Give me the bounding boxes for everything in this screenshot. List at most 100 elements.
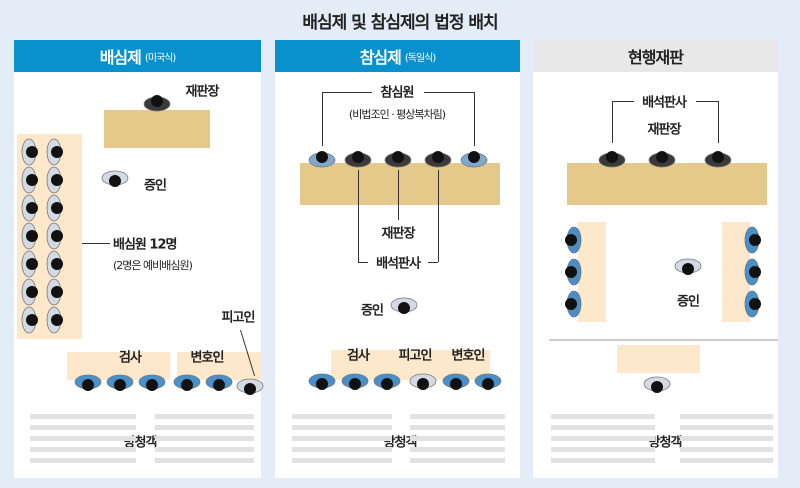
person-icon — [744, 258, 761, 286]
person-icon — [21, 166, 38, 194]
person-icon — [46, 250, 63, 278]
gallery-bench — [551, 458, 655, 463]
panel-header: 배심제(미국식) — [14, 40, 261, 72]
bracket — [358, 262, 368, 263]
person-icon — [46, 194, 63, 222]
label-witness: 증인 — [677, 294, 700, 310]
label-lay-judges: 참심원 — [380, 85, 415, 101]
person-icon — [143, 95, 171, 112]
person-icon — [384, 151, 412, 168]
label-judge: 재판장 — [381, 226, 416, 242]
gallery-bench — [30, 436, 136, 441]
label-gallery: 방청객 — [648, 435, 683, 451]
gallery-bench — [551, 447, 655, 452]
heading: 참심제 — [359, 48, 402, 67]
gallery-bench — [410, 425, 505, 430]
bracket — [474, 92, 475, 146]
gallery-bench — [155, 458, 254, 463]
label-judge: 재판장 — [647, 122, 682, 138]
bracket — [438, 170, 439, 262]
person-icon — [744, 226, 761, 254]
gallery-bench — [410, 447, 505, 452]
gallery-bench — [680, 436, 773, 441]
person-icon — [21, 222, 38, 250]
person-icon — [341, 373, 369, 390]
gallery-bench — [30, 458, 136, 463]
person-icon — [205, 374, 233, 391]
gallery-bench — [680, 447, 773, 452]
person-icon — [106, 374, 134, 391]
gallery-bench — [155, 425, 254, 430]
person-icon — [21, 306, 38, 334]
person-icon — [46, 138, 63, 166]
bench — [567, 163, 767, 205]
gallery-bench — [30, 447, 136, 452]
person-icon — [344, 151, 372, 168]
person-icon — [565, 258, 582, 286]
subheading: (독일식) — [404, 52, 436, 64]
bracket — [424, 92, 474, 93]
person-icon — [390, 297, 418, 314]
bracket — [612, 101, 613, 143]
divider — [549, 339, 778, 341]
person-icon — [21, 138, 38, 166]
person-icon — [424, 151, 452, 168]
gallery-bench — [292, 436, 392, 441]
person-icon — [138, 374, 166, 391]
bracket — [612, 101, 634, 102]
gallery-bench — [410, 414, 505, 419]
person-icon — [744, 290, 761, 318]
bracket — [718, 101, 719, 143]
label-prosecutor: 검사 — [119, 350, 142, 366]
gallery-bench — [292, 425, 392, 430]
bench — [300, 163, 500, 205]
judge-pointer-line — [398, 170, 399, 220]
label-witness: 증인 — [144, 178, 167, 194]
label-defendant: 피고인 — [221, 310, 256, 326]
defendant-table — [617, 345, 700, 373]
gallery-bench — [30, 414, 136, 419]
heading: 현행재판 — [628, 48, 684, 67]
person-icon — [474, 373, 502, 390]
label-associate-judges: 배석판사 — [642, 95, 687, 111]
person-icon — [648, 151, 676, 168]
person-icon — [373, 373, 401, 390]
gallery-bench — [551, 436, 655, 441]
label-jury-note: (2명은 예비배심원) — [113, 259, 193, 272]
bracket — [696, 101, 718, 102]
gallery-bench — [155, 414, 254, 419]
side-table-left — [578, 222, 606, 322]
person-icon — [704, 151, 732, 168]
label-witness: 증인 — [361, 303, 384, 319]
label-associate-judges: 배석판사 — [376, 256, 421, 272]
gallery-bench — [680, 425, 773, 430]
panel-header: 현행재판 — [533, 40, 778, 72]
gallery-bench — [551, 425, 655, 430]
person-icon — [409, 373, 437, 390]
gallery-bench — [155, 436, 254, 441]
bracket — [322, 92, 372, 93]
gallery-bench — [292, 458, 392, 463]
person-icon — [21, 250, 38, 278]
panel-header: 참심제(독일식) — [275, 40, 520, 72]
person-icon — [460, 151, 488, 168]
gallery-bench — [155, 447, 254, 452]
person-icon — [643, 376, 671, 393]
heading: 배심제 — [99, 48, 142, 67]
bracket — [428, 262, 438, 263]
label-jury: 배심원 12명 — [113, 237, 177, 253]
person-icon — [74, 374, 102, 391]
panel-lay-judge-system: 참심제(독일식) — [275, 40, 520, 478]
person-icon — [101, 170, 129, 187]
label-lay-note: (비법조인 · 평상복차림) — [348, 108, 446, 121]
jury-pointer-line — [82, 243, 110, 244]
person-icon — [21, 194, 38, 222]
gallery-bench — [410, 458, 505, 463]
person-icon — [236, 378, 264, 395]
person-icon — [173, 374, 201, 391]
gallery-bench — [410, 436, 505, 441]
gallery-bench — [551, 414, 655, 419]
bracket — [322, 92, 323, 146]
person-icon — [308, 373, 336, 390]
label-defendant: 피고인 — [398, 348, 433, 364]
